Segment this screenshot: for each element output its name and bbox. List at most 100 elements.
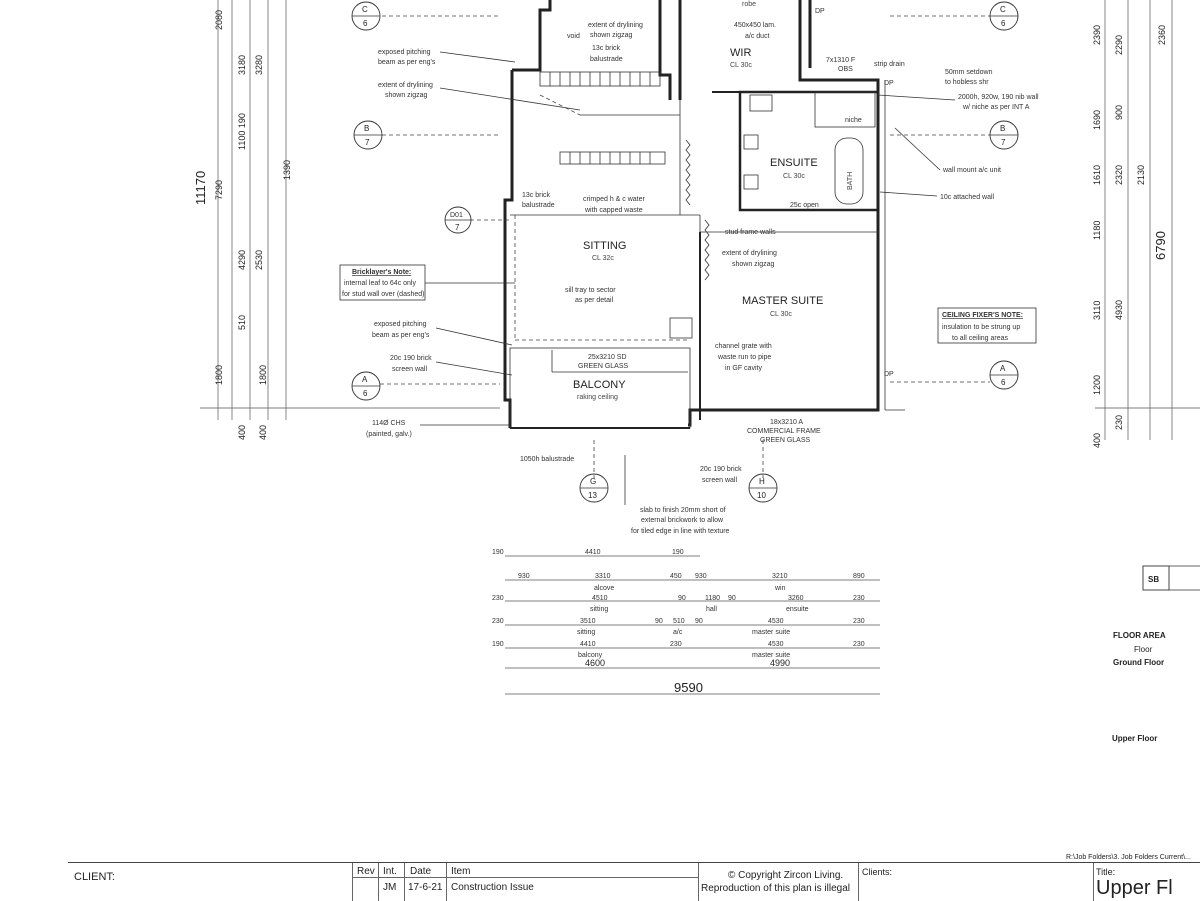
dim-r3-0: 230 [492,618,504,625]
left-dim-8: 1800 [214,365,224,385]
left-dim-5: 4290 [237,250,247,270]
dim-r1-4: 3210 [772,573,788,580]
clients-label: Clients: [862,867,893,877]
note-slab-b: external brickwork to allow [641,517,724,524]
title-label: Title: [1096,867,1116,877]
dim-r3-label-5: master suite [752,629,790,636]
note-channel: channel grate with [715,343,772,350]
right-dim-7: 1180 [1092,221,1102,240]
ceiling-note-a: insulation to be strung up [942,324,1020,331]
dim-r0-2: 190 [672,549,684,556]
dim-r3-5: 4530 [768,618,784,625]
note-obs: OBS [838,66,853,73]
right-dim-9: 4930 [1114,300,1124,320]
right-dim-3: 900 [1114,105,1124,120]
title-block: CLIENT: Rev Int. JM Date 17-6-21 Item Co… [68,854,1200,901]
note-balustrade-1050: 1050h balustrade [520,456,574,463]
note-slab-c: for tiled edge in line with texture [631,528,730,535]
right-dim-12: 230 [1114,415,1124,430]
dim-r1-1: 3310 [595,573,611,580]
note-ac-duct-b: a/c duct [745,33,770,40]
note-ac-duct: 450x450 lam. [734,22,776,29]
note-commercial-c: GREEN GLASS [760,437,811,444]
file-path: R:\Job Folders\3. Job Folders Current\..… [1066,854,1191,861]
svg-text:6: 6 [1001,19,1006,28]
right-dim-5: 2320 [1114,165,1124,185]
svg-text:B: B [364,124,369,133]
dim-r3-6: 230 [853,618,865,625]
section-marker-d01: D01 7 [444,206,472,234]
right-dim-6: 2130 [1136,165,1146,185]
horizontal-dimension-strings: 190 4410 190 930 3310 450 930 3210 890 a… [492,549,880,695]
note-opening: 25c open [790,202,819,209]
svg-text:10: 10 [757,491,766,500]
note-balustrade-13c-b: balustrade [590,56,623,63]
dim-r2-3: 1180 [705,595,720,602]
client-label: CLIENT: [74,871,115,883]
section-marker-a-left: A 6 [351,371,381,401]
svg-text:7: 7 [1001,138,1006,147]
copyright-line-1: © Copyright Zircon Living. [728,870,844,881]
dim-r3-label-3: a/c [673,629,683,636]
room-ensuite-cl: CL 30c [783,173,805,180]
ceiling-note-box [937,307,1037,344]
note-nib-wall: 2000h, 920w, 190 nib wall [958,94,1039,101]
dim-r3-3: 510 [673,618,685,625]
dim-r2-6: 230 [853,595,865,602]
rev-int: JM [383,882,397,893]
dim-r1-2: 450 [670,573,682,580]
svg-text:6: 6 [363,19,368,28]
rev-date: 17-6-21 [408,882,443,893]
legend-upper-floor: Upper Floor [1112,734,1157,743]
svg-text:13: 13 [588,491,597,500]
note-stud-frame: stud frame walls [725,229,776,236]
note-void: void [567,33,580,40]
svg-text:7: 7 [455,223,460,232]
note-sill-tray: sill tray to sector [565,287,616,294]
note-setdown-b: to hobless shr [945,79,989,86]
note-channel-b: waste run to pipe [717,354,771,361]
bath-label: BATH [847,172,854,190]
note-drylining-2b: shown zigzag [732,261,775,268]
left-dim-11: 400 [258,425,268,440]
note-commercial-b: COMMERCIAL FRAME [747,428,821,435]
note-dp-right: DP [884,80,894,87]
dim-r1-label-4: win [774,585,786,592]
note-sd: 25x3210 SD [588,354,627,361]
left-dim-2: 3280 [254,55,264,75]
right-dimension-column: 6790 2360 2390 2290 1690 900 1610 2320 2… [1092,0,1200,448]
rev-item: Construction Issue [451,882,534,893]
date-header: Date [410,866,432,877]
dim-r1-label-1: alcove [594,585,614,592]
dim-r4-label-1: balcony [578,652,603,659]
dim-r4-2: 230 [670,641,682,648]
right-dim-8: 3110 [1092,301,1102,320]
dim-r2-0: 230 [492,595,504,602]
title-value: Upper Fl [1096,877,1173,899]
dim-left-width: 4600 [585,658,605,668]
dim-r2-label-5: ensuite [786,606,809,613]
room-wir-cl: CL 30c [730,62,752,69]
basin-fixture [743,134,759,150]
left-dim-3: 1100 190 [237,113,247,150]
note-drylining-top-b: shown zigzag [590,32,633,39]
left-dim-7: 510 [237,315,247,330]
room-labels: SITTING CL 32c MASTER SUITE CL 30c ENSUI… [573,1,854,401]
note-exposed-pitching-1: exposed pitching [378,49,431,56]
legend-ground-floor: Ground Floor [1113,658,1164,667]
dim-r3-2: 90 [655,618,663,625]
dim-r3-1: 3510 [580,618,596,625]
note-sill-tray-b: as per detail [575,297,614,304]
note-window-7x1310: 7x1310 F [826,57,855,64]
dim-r2-4: 90 [728,595,736,602]
svg-text:A: A [1000,364,1006,373]
note-crimped: crimped h & c water [583,196,646,203]
note-brick-screen-b: screen wall [392,366,427,373]
room-sitting: SITTING [583,240,626,252]
room-ensuite: ENSUITE [770,157,818,169]
dim-r0-0: 190 [492,549,504,556]
svg-text:7: 7 [365,138,370,147]
room-master-suite: MASTER SUITE [742,295,823,307]
note-niche: niche [845,117,862,124]
